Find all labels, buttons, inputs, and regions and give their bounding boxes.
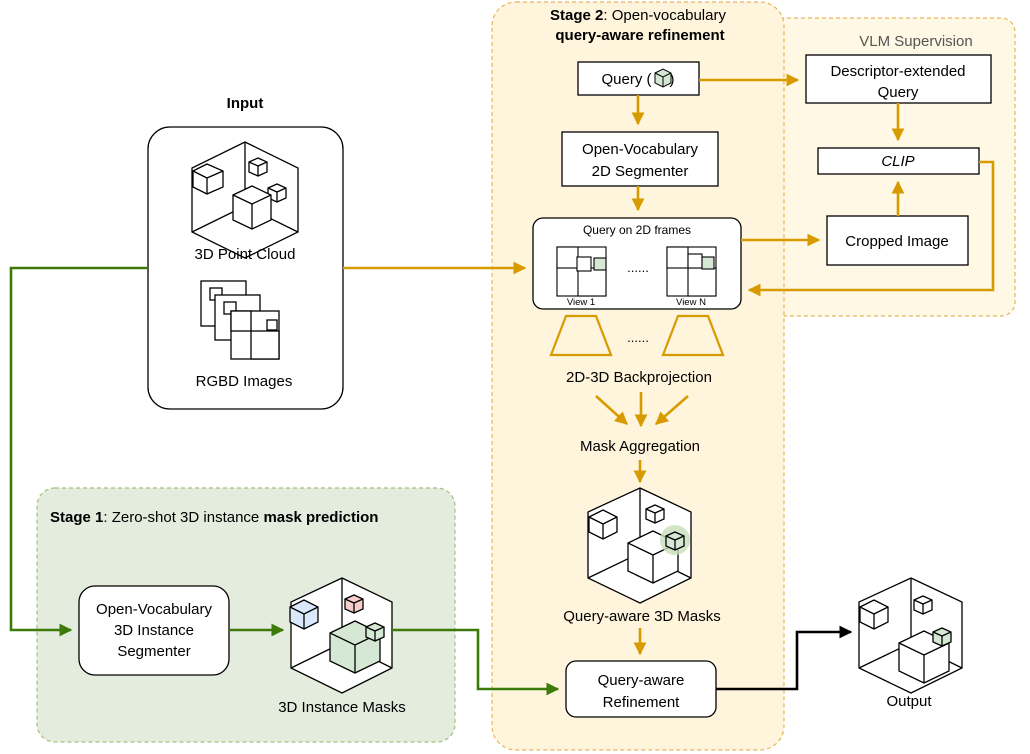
arrow-refinement-to-output	[716, 625, 853, 691]
desc-line1: Descriptor-extended	[830, 63, 965, 80]
rgbd-label: RGBD Images	[196, 373, 293, 390]
desc-line2: Query	[878, 84, 919, 101]
cropped-image-box	[826, 215, 969, 266]
frames-title: Query on 2D frames	[583, 223, 691, 237]
backprojection-label: 2D-3D Backprojection	[566, 369, 712, 386]
refine-line2: Refinement	[603, 694, 681, 711]
descriptor-query-box	[805, 54, 992, 104]
instance-masks-icon	[289, 577, 393, 694]
query-cube-icon	[654, 68, 672, 88]
arrow-backproj-right	[655, 395, 689, 425]
view1-frame	[556, 246, 607, 297]
stage2-title: Stage 2: Open-vocabulary	[550, 7, 726, 24]
query-aware-masks-icon	[587, 487, 692, 604]
aggregation-label: Mask Aggregation	[580, 438, 700, 455]
clip-label: CLIP	[881, 153, 914, 170]
green-arrows	[9, 266, 560, 696]
arrow-clip-to-frames	[747, 160, 995, 297]
segmenter-line2: 3D Instance	[114, 622, 194, 639]
stage2-region	[491, 1, 785, 751]
input-heading: Input	[227, 95, 264, 112]
rgbd-images-icon	[200, 280, 280, 360]
view1-label: View 1	[567, 297, 595, 308]
output-label: Output	[886, 693, 932, 710]
vlm-title: VLM Supervision	[859, 33, 972, 50]
query-aware-masks-label: Query-aware 3D Masks	[563, 608, 721, 625]
stage1-title: Stage 1: Zero-shot 3D instance mask pred…	[50, 509, 378, 526]
frames-ellipsis: ......	[627, 260, 649, 275]
instance-masks-label: 3D Instance Masks	[278, 699, 406, 716]
segmenter-line3: Segmenter	[117, 643, 190, 660]
seg2d-line2: 2D Segmenter	[592, 163, 689, 180]
point-cloud-icon	[191, 141, 299, 259]
segmenter-line1: Open-Vocabulary	[96, 601, 212, 618]
clip-box	[817, 147, 980, 175]
refine-line1: Query-aware	[598, 672, 685, 689]
2d-segmenter-box	[561, 131, 719, 187]
camera-frustum-icons	[549, 314, 725, 357]
arrow-backproj-left	[595, 395, 628, 425]
output-icon	[858, 577, 963, 694]
viewN-frame	[666, 246, 717, 297]
orange-arrows	[343, 73, 995, 656]
frustum-ellipsis: ......	[627, 330, 649, 345]
seg2d-line1: Open-Vocabulary	[582, 141, 698, 158]
query-label: Query ()	[601, 71, 674, 88]
viewN-label: View N	[676, 297, 706, 308]
stage2-title-line2: query-aware refinement	[555, 27, 724, 44]
point-cloud-label: 3D Point Cloud	[195, 246, 296, 263]
cropped-image-label: Cropped Image	[845, 233, 948, 250]
arrow-input-to-segmenter	[9, 266, 148, 637]
arrow-masks-to-refinement	[392, 628, 560, 696]
